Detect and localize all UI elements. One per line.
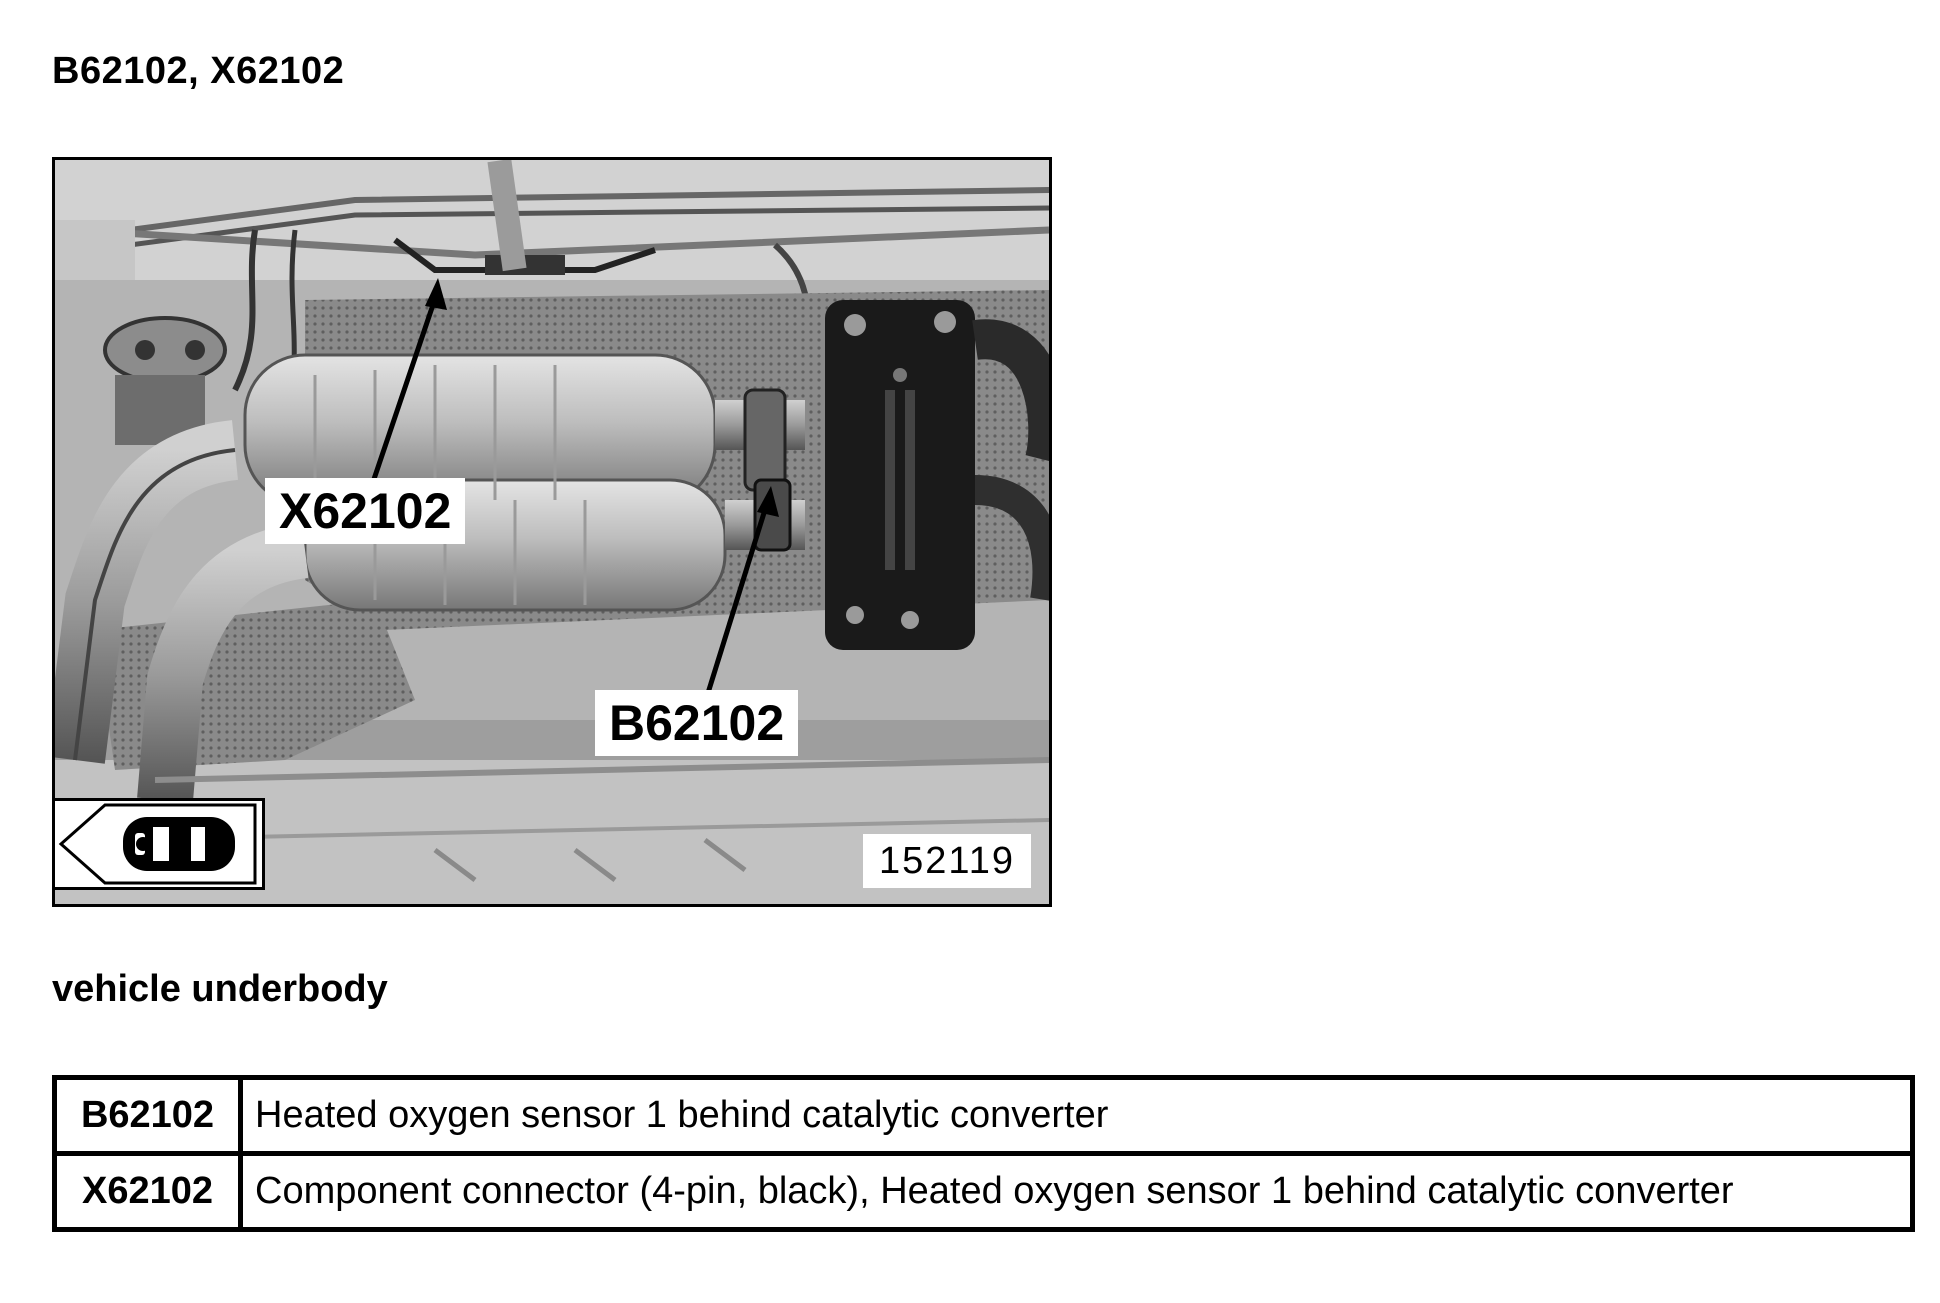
page-title: B62102, X62102 [52, 50, 345, 92]
table-row: B62102 Heated oxygen sensor 1 behind cat… [52, 1075, 1915, 1156]
image-reference-number: 152119 [863, 834, 1031, 888]
figure-caption: vehicle underbody [52, 968, 388, 1010]
vehicle-front-arrow-icon [58, 803, 257, 885]
underbody-photo: X62102 B62102 152119 [52, 157, 1052, 907]
component-description: Heated oxygen sensor 1 behind catalytic … [238, 1075, 1915, 1156]
sensor-callout-label: B62102 [595, 690, 799, 756]
underbody-photo-drawing [55, 160, 1049, 904]
connector-callout-label: X62102 [265, 478, 466, 544]
table-row: X62102 Component connector (4-pin, black… [52, 1151, 1915, 1232]
component-code: B62102 [52, 1075, 243, 1156]
component-legend-table: B62102 Heated oxygen sensor 1 behind cat… [52, 1075, 1915, 1232]
orientation-indicator [55, 798, 265, 890]
component-description: Component connector (4-pin, black), Heat… [238, 1151, 1915, 1232]
component-code: X62102 [52, 1151, 243, 1232]
